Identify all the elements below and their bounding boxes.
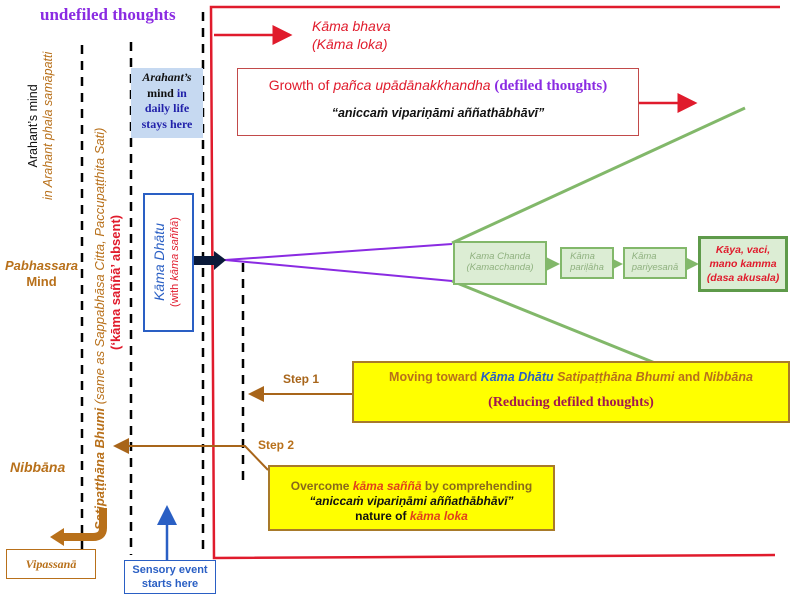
kama-bhava-line1: Kāma bhava bbox=[312, 18, 391, 34]
arahant-daily-box: Arahant’s mind in daily life stays here bbox=[131, 68, 203, 138]
title-undefiled-thoughts: undefiled thoughts bbox=[40, 5, 176, 24]
input-arrow-head bbox=[214, 251, 226, 270]
sensory-event-box: Sensory event starts here bbox=[124, 560, 216, 594]
step1-box: Moving toward Kāma Dhātu Satipaṭṭhāna Bh… bbox=[352, 361, 790, 423]
growth-box: Growth of pañca upādānakkhandha (defiled… bbox=[237, 68, 639, 136]
growth-heading: Growth of pañca upādānakkhandha (defiled… bbox=[268, 77, 608, 94]
vipassana-arrow bbox=[62, 508, 107, 541]
kama-loka-line: (Kāma loka) bbox=[312, 36, 388, 52]
step1-label: Step 1 bbox=[283, 372, 320, 386]
step2-box: Overcome kāma saññā by comprehending “an… bbox=[268, 465, 555, 531]
arahant-samapatti-label: Arahant’s mind in Arahant phala samāpatt… bbox=[26, 51, 55, 200]
funnel-lower bbox=[451, 279, 656, 365]
kama-bhava-label: Kāma bhava (Kāma loka) bbox=[312, 17, 391, 53]
purple-line-upper bbox=[224, 243, 453, 261]
nibbana-label: Nibbāna bbox=[10, 459, 66, 475]
pabhassara-mind-label: Pabhassara Mind bbox=[5, 258, 78, 289]
step2-label: Step 2 bbox=[258, 438, 295, 452]
chain-box-kama-chanda: Kama Chanda(Kamacchanda) bbox=[453, 241, 547, 285]
funnel-upper bbox=[451, 106, 746, 245]
satipatthana-bhumi-label: Satipaṭṭhāna Bhumi (same as Sappabhāsa C… bbox=[92, 127, 123, 530]
kamma-box: Kāya, vaci,mano kamma(dasa akusala) bbox=[698, 236, 788, 292]
growth-quote: “aniccaṁ vipariṇāmi aññathābhāvī” bbox=[331, 106, 545, 120]
purple-line-lower bbox=[224, 259, 453, 282]
input-arrow-shaft bbox=[193, 256, 215, 265]
kama-dhatu-box: Kāma Dhātu (with kāma saññā) bbox=[143, 193, 194, 332]
step2-arrow bbox=[113, 438, 269, 471]
vipassana-box: Vipassanā bbox=[6, 549, 96, 579]
kama-loka-border bbox=[209, 5, 780, 560]
